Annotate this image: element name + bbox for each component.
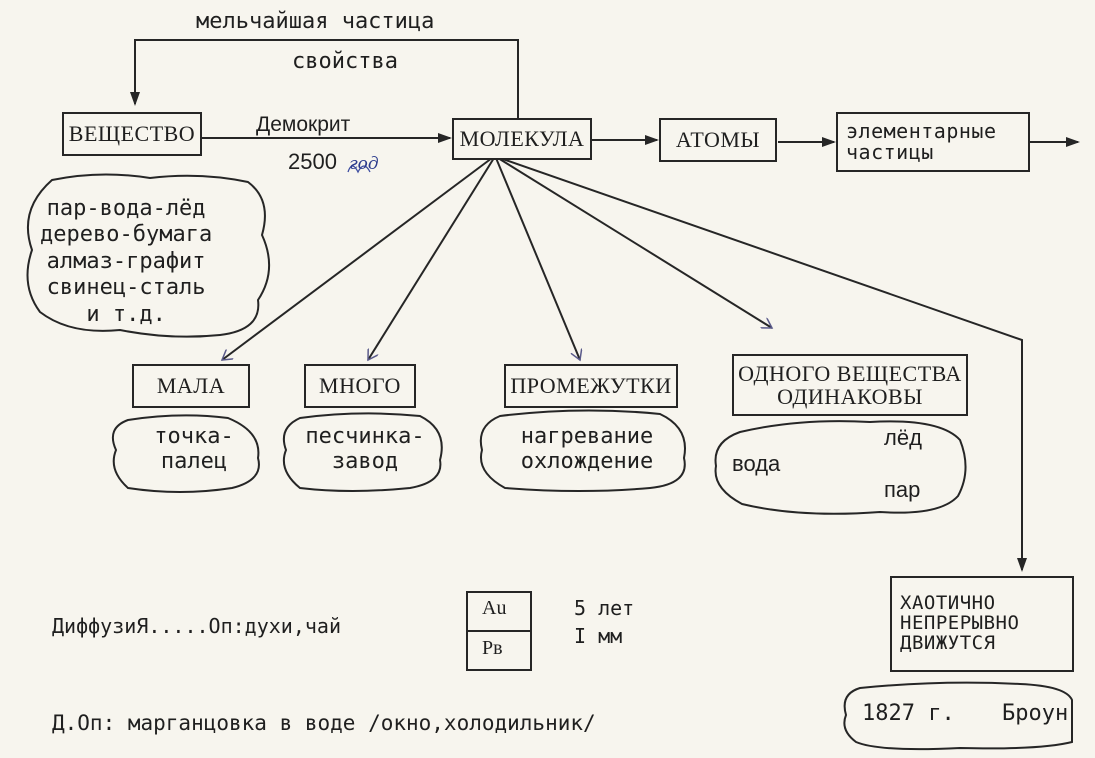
example-1: пар-вода-лёд <box>46 196 206 221</box>
cloud-gaps <box>479 409 686 492</box>
same-line-1: ОДНОГО ВЕЩЕСТВА <box>738 360 962 386</box>
example-2: дерево-бумага <box>40 222 213 248</box>
ice-label: лёд <box>884 425 922 450</box>
fan-to-small <box>222 157 493 360</box>
loop-connector <box>130 39 519 118</box>
table-cell-lead: Pв <box>482 637 503 659</box>
box-same-substance: ОДНОГО ВЕЩЕСТВА ОДИНАКОВЫ <box>732 354 968 416</box>
year-scribble <box>347 165 371 174</box>
box-chaotic-motion: ХАОТИЧНО НЕПРЕРЫВНО ДВИЖУТСЯ <box>890 576 1074 672</box>
year-note: год <box>349 154 379 174</box>
loop-label-smallest-particle: мельчайшая частица <box>196 9 435 34</box>
same-line-2: ОДИНАКОВЫ <box>777 384 923 409</box>
cloud-many <box>282 412 443 492</box>
fan-to-gaps <box>495 157 580 360</box>
box-molecule: МОЛЕКУЛА <box>452 118 592 160</box>
cloud-water <box>714 420 967 515</box>
elementary-line-1: элементарные <box>846 119 997 143</box>
fan-to-chaotic <box>499 157 1027 572</box>
steam-label: пар <box>884 477 921 502</box>
brown-label: 1827 г. Броун <box>862 702 1068 725</box>
example-3: алмаз-графит <box>46 248 206 274</box>
edge-label-democritus: Демокрит <box>256 113 351 136</box>
loop-label-properties: свойства <box>292 49 398 74</box>
chaotic-line-3: ДВИЖУТСЯ <box>900 631 996 654</box>
water-label: вода <box>732 451 781 476</box>
gaps-line-2: охлождение <box>520 449 654 475</box>
chaotic-line-1: ХАОТИЧНО <box>900 592 996 615</box>
box-many: МНОГО <box>304 364 416 408</box>
cloud-examples <box>26 173 271 338</box>
brown-year: 1827 г. <box>862 701 955 726</box>
cloud-brown <box>843 681 1073 751</box>
small-line-2: палец <box>160 449 228 475</box>
chaotic-line-2: НЕПРЕРЫВНО <box>900 612 1020 635</box>
many-line-1: песчинка- <box>305 424 425 449</box>
cloud-gaps-text: нагревание охлождение <box>492 424 682 475</box>
table-cell-gold: Au <box>482 597 507 619</box>
many-line-2: завод <box>331 449 399 475</box>
fan-to-same <box>497 157 772 329</box>
cloud-small <box>112 414 260 493</box>
example-4: свинец-сталь <box>46 275 206 301</box>
elementary-line-2: частицы <box>846 140 934 164</box>
example-5: и т.д. <box>86 301 166 327</box>
gaps-line-1: нагревание <box>520 424 654 449</box>
box-small: МАЛА <box>132 364 250 408</box>
diffusion-label: ДиффузиЯ.....Оп:духи,чай <box>52 614 341 638</box>
diffusion-distance: I мм <box>574 624 623 648</box>
small-line-1: точка- <box>154 424 234 449</box>
brown-name: Броун <box>1001 701 1069 726</box>
diffusion-time: 5 лет <box>574 596 635 620</box>
box-elementary-particles: элементарные частицы <box>836 112 1030 172</box>
cloud-examples-text: пар-вода-лёд дерево-бумага алмаз-графит … <box>40 196 212 328</box>
cloud-small-text: точка- палец <box>138 424 250 475</box>
year-value: 2500 <box>288 149 337 174</box>
box-gaps: ПРОМЕЖУТКИ <box>504 364 678 408</box>
box-atoms: АТОМЫ <box>659 118 777 162</box>
extra-experiment: Д.Оп: марганцовка в воде /окно,холодильн… <box>52 711 596 735</box>
edge-label-year: 2500 год <box>288 150 379 174</box>
clouds <box>26 173 1073 751</box>
fan-to-many <box>367 157 495 360</box>
element-table <box>466 591 532 671</box>
cloud-many-text: песчинка- завод <box>290 424 440 475</box>
box-substance: ВЕЩЕСТВО <box>62 112 202 156</box>
